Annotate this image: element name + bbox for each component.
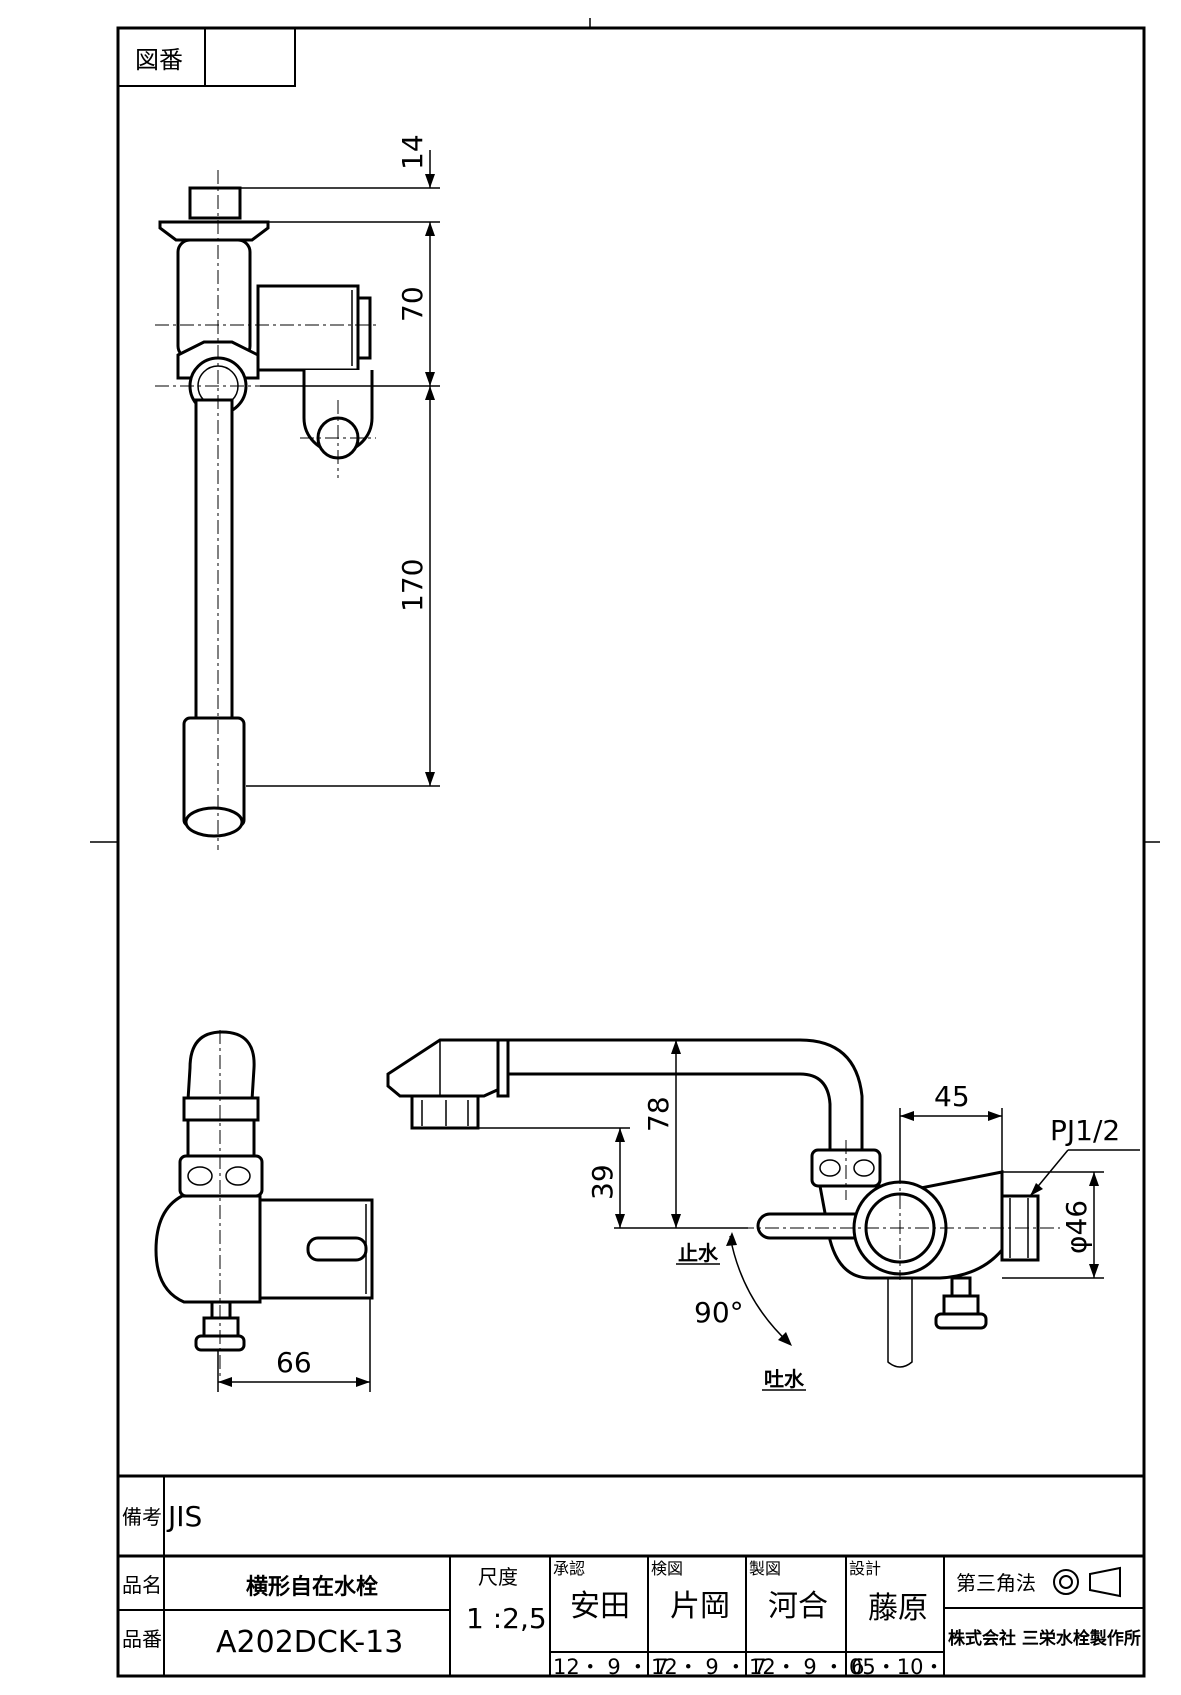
dim-39: 39 <box>586 1164 619 1200</box>
front-view-dimensions: 39 78 45 PJ1/2 φ46 90° 止水 吐水 <box>478 1040 1140 1391</box>
scale-value: 1 :2,5 <box>466 1602 547 1635</box>
side-view <box>154 1030 374 1380</box>
dim-thread: PJ1/2 <box>1050 1114 1120 1147</box>
approval-name: 安田 <box>570 1589 630 1624</box>
scale-label: 尺度 <box>478 1565 518 1589</box>
drawing-frame <box>116 26 1146 1678</box>
check-name: 片岡 <box>670 1589 730 1624</box>
design-name: 藤原 <box>868 1591 928 1626</box>
remarks-value: JIS <box>166 1500 202 1533</box>
check-date: 12・ 9 ・ 7 <box>651 1655 766 1679</box>
drafting-date: 12・ 9 ・ 6 <box>749 1655 864 1679</box>
dim-14: 14 <box>396 134 429 170</box>
side-view-dimensions: 66 <box>217 1298 371 1392</box>
drafting-label: 製図 <box>749 1559 781 1578</box>
product-name: 横形自在水栓 <box>246 1574 378 1600</box>
approval-label: 承認 <box>553 1559 585 1578</box>
dim-angle: 90° <box>694 1296 744 1329</box>
dim-170: 170 <box>396 559 429 612</box>
top-view <box>155 170 380 850</box>
drafting-name: 河合 <box>768 1589 828 1624</box>
third-angle-projection-icon <box>1053 1566 1121 1598</box>
design-date: 05・10・ <box>849 1655 944 1679</box>
company-name: 株式会社 三栄水栓製作所 <box>948 1628 1141 1649</box>
front-view <box>386 1038 1060 1368</box>
check-label: 検図 <box>651 1559 683 1578</box>
remarks-label: 備考 <box>122 1505 162 1529</box>
dim-78: 78 <box>642 1096 675 1132</box>
dim-66: 66 <box>276 1346 312 1379</box>
dim-70: 70 <box>396 286 429 322</box>
dim-diameter: φ46 <box>1060 1200 1093 1254</box>
product-no: A202DCK-13 <box>216 1625 403 1660</box>
design-label: 設計 <box>849 1559 881 1578</box>
drawing-number-box: 図番 <box>117 27 296 87</box>
product-name-label: 品名 <box>122 1573 162 1597</box>
label-discharge-water: 吐水 <box>764 1367 805 1391</box>
label-stop-water: 止水 <box>678 1241 719 1265</box>
projection-label: 第三角法 <box>956 1571 1036 1595</box>
product-no-label: 品番 <box>122 1627 162 1651</box>
dim-45: 45 <box>934 1080 970 1113</box>
top-view-dimensions: 14 70 170 <box>240 134 440 787</box>
drawing-number-label: 図番 <box>135 46 183 74</box>
approval-date: 12・ 9 ・ 7 <box>553 1655 668 1679</box>
title-block: 備考 JIS 品名 横形自在水栓 品番 A202DCK-13 尺度 1 :2,5… <box>118 1474 1144 1679</box>
